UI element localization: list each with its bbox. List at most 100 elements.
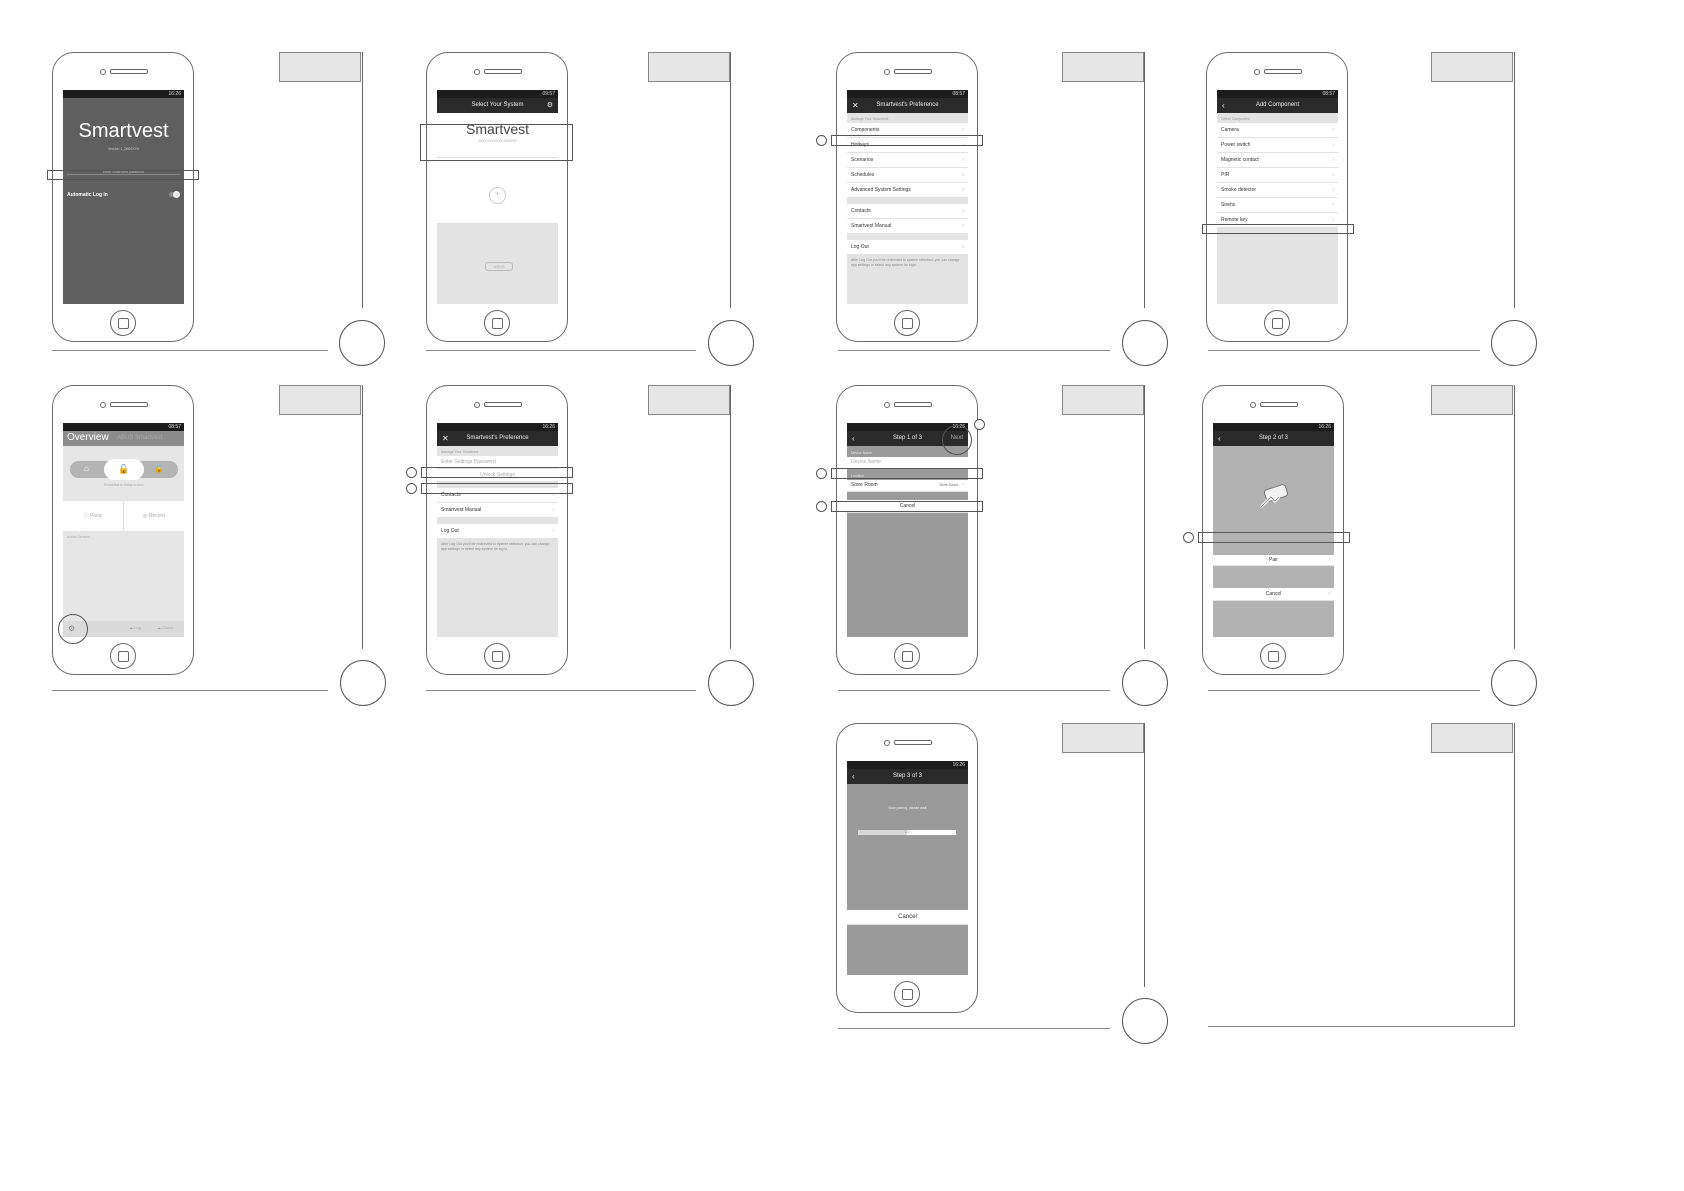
screen-title: Overview bbox=[67, 432, 109, 443]
status-bar: 16:26 bbox=[437, 423, 558, 431]
home-button bbox=[110, 310, 136, 336]
speaker-slot bbox=[894, 69, 932, 74]
component-magnetic-contact[interactable]: Magnetic contact› bbox=[1217, 153, 1338, 168]
cancel-button[interactable]: Cancel bbox=[847, 910, 968, 925]
divider-h bbox=[52, 350, 328, 351]
divider-h bbox=[52, 690, 328, 691]
chevron-right-icon: › bbox=[1332, 157, 1334, 163]
step-number-circle bbox=[340, 660, 386, 706]
step2-screen: 16:26 ‹ Step 2 of 3 Pair› Cancel› bbox=[1213, 423, 1334, 637]
menu-item-schedules[interactable]: Schedules› bbox=[847, 168, 968, 183]
record-button[interactable]: ◎ Record bbox=[143, 513, 165, 519]
status-bar: 16:26 bbox=[847, 761, 968, 769]
location-label: Location bbox=[851, 474, 865, 478]
home-button bbox=[484, 310, 510, 336]
device-name-highlight bbox=[831, 468, 983, 479]
arm-mode-icon[interactable]: 🔒 bbox=[154, 464, 164, 473]
label-box-5 bbox=[279, 385, 361, 415]
settings-password-input[interactable]: Enter Settings Password bbox=[437, 456, 558, 469]
speaker-slot bbox=[110, 69, 148, 74]
password-input[interactable]: Enter Smartvest password bbox=[67, 170, 180, 175]
step3-screen: 16:26 ‹ Step 3 of 3 Now pairing, please … bbox=[847, 761, 968, 975]
callout-circle bbox=[816, 501, 827, 512]
chevron-right-icon: › bbox=[552, 507, 554, 513]
divider-v bbox=[1144, 723, 1145, 987]
speaker-slot bbox=[1260, 402, 1298, 407]
cloud-tab[interactable]: ☁ Cloud bbox=[157, 625, 173, 630]
pair-button[interactable]: Pair› bbox=[1213, 555, 1334, 566]
home-button bbox=[894, 981, 920, 1007]
screen-title: Select Your System bbox=[471, 102, 524, 108]
menu-item-manual[interactable]: Smartvest Manual› bbox=[437, 503, 558, 518]
component-power-switch[interactable]: Power switch› bbox=[1217, 138, 1338, 153]
title-bar: ‹ Step 3 of 3 bbox=[847, 769, 968, 784]
callout-circle bbox=[816, 135, 827, 146]
menu-item-contacts[interactable]: Contacts› bbox=[437, 488, 558, 503]
back-arrow-icon[interactable]: ‹ bbox=[852, 434, 855, 443]
divider-v bbox=[1514, 723, 1515, 1027]
menu-item-logout[interactable]: Log Out› bbox=[437, 524, 558, 539]
divider-h bbox=[1208, 690, 1480, 691]
panic-button[interactable]: ⓘ Panic bbox=[63, 501, 124, 531]
mode-selector[interactable]: ⌂ 🔓 🔒 bbox=[70, 459, 178, 480]
gear-icon[interactable]: ⚙ bbox=[546, 102, 553, 109]
menu-item-logout[interactable]: Log Out› bbox=[847, 240, 968, 255]
title-bar: ‹ Step 2 of 3 bbox=[1213, 431, 1334, 446]
divider-v bbox=[730, 385, 731, 649]
chevron-right-icon: › bbox=[962, 187, 964, 193]
components-highlight bbox=[831, 135, 983, 146]
status-bar: 08:57 bbox=[63, 423, 184, 431]
component-pir[interactable]: PIR› bbox=[1217, 168, 1338, 183]
divider-h bbox=[838, 350, 1110, 351]
menu-item-manual[interactable]: Smartvest Manual› bbox=[847, 219, 968, 234]
unlock-settings-button[interactable]: Unlock Settings bbox=[437, 469, 558, 482]
panic-icon: ⓘ bbox=[83, 513, 89, 519]
component-sirens[interactable]: Sirens› bbox=[1217, 198, 1338, 213]
speaker-slot bbox=[894, 740, 932, 745]
screen-title: Smartvest's Preference bbox=[466, 435, 529, 441]
menu-item-scenarios[interactable]: Scenarios› bbox=[847, 153, 968, 168]
title-bar: ✕ Smartvest's Preference bbox=[847, 98, 968, 113]
menu-item-advanced-settings[interactable]: Advanced System Settings› bbox=[847, 183, 968, 198]
active-devices-label: Active Devices bbox=[67, 535, 90, 539]
menu-item-contacts[interactable]: Contacts› bbox=[847, 204, 968, 219]
record-icon: ◎ bbox=[143, 513, 148, 519]
screen-title: Step 1 of 3 bbox=[892, 435, 923, 441]
component-camera[interactable]: Camera› bbox=[1217, 123, 1338, 138]
close-icon[interactable]: ✕ bbox=[852, 101, 859, 110]
system-highlight bbox=[420, 124, 573, 161]
label-box-6 bbox=[648, 385, 730, 415]
automatic-login-toggle[interactable] bbox=[169, 191, 180, 198]
speaker-slot bbox=[1264, 69, 1302, 74]
log-tab[interactable]: ☁ Log bbox=[129, 625, 141, 630]
menu-item-components[interactable]: Components› bbox=[847, 123, 968, 138]
back-arrow-icon[interactable]: ‹ bbox=[1222, 101, 1225, 110]
close-icon[interactable]: ✕ bbox=[442, 434, 449, 443]
chevron-right-icon: › bbox=[1332, 172, 1334, 178]
back-arrow-icon[interactable]: ‹ bbox=[1218, 434, 1221, 443]
home-mode-icon[interactable]: ⌂ bbox=[84, 464, 89, 473]
system-card[interactable]: Smartvest WGXXXXXXXX-WOKWI bbox=[437, 113, 558, 158]
password-field-highlight bbox=[421, 467, 573, 478]
logout-note: After Log Out you'll be redirected to sy… bbox=[441, 542, 550, 551]
title-bar: ✕ Smartvest's Preference bbox=[437, 431, 558, 446]
location-select[interactable]: Store Room Store Room › bbox=[847, 480, 968, 492]
mode-status-text: Smartvest is ready to arm bbox=[103, 483, 144, 487]
component-smoke-detector[interactable]: Smoke detector› bbox=[1217, 183, 1338, 198]
cancel-button[interactable]: Cancel bbox=[847, 500, 968, 513]
label-box-10 bbox=[1431, 723, 1513, 753]
camera-dot bbox=[100, 69, 106, 75]
back-arrow-icon[interactable]: ‹ bbox=[852, 772, 855, 781]
step-number-circle bbox=[708, 320, 754, 366]
phone-frame-6: 16:26 ✕ Smartvest's Preference Manage Yo… bbox=[426, 385, 568, 675]
camera-dot bbox=[474, 69, 480, 75]
cancel-button[interactable]: Cancel› bbox=[1213, 588, 1334, 601]
section-label: Manage Your Smartvest bbox=[441, 450, 479, 454]
chevron-right-icon: › bbox=[962, 127, 964, 133]
disarm-mode[interactable]: 🔓 bbox=[104, 459, 144, 480]
overview-screen: 08:57 Overview ABUS Smartvest ⌂ 🔓 🔒 Smar… bbox=[63, 423, 184, 637]
label-box-9 bbox=[1062, 723, 1144, 753]
label-box-3 bbox=[1062, 52, 1144, 82]
add-system-icon[interactable]: + bbox=[489, 187, 506, 204]
phone-frame-2: 09:57 Select Your System ⚙ Smartvest WGX… bbox=[426, 52, 568, 342]
